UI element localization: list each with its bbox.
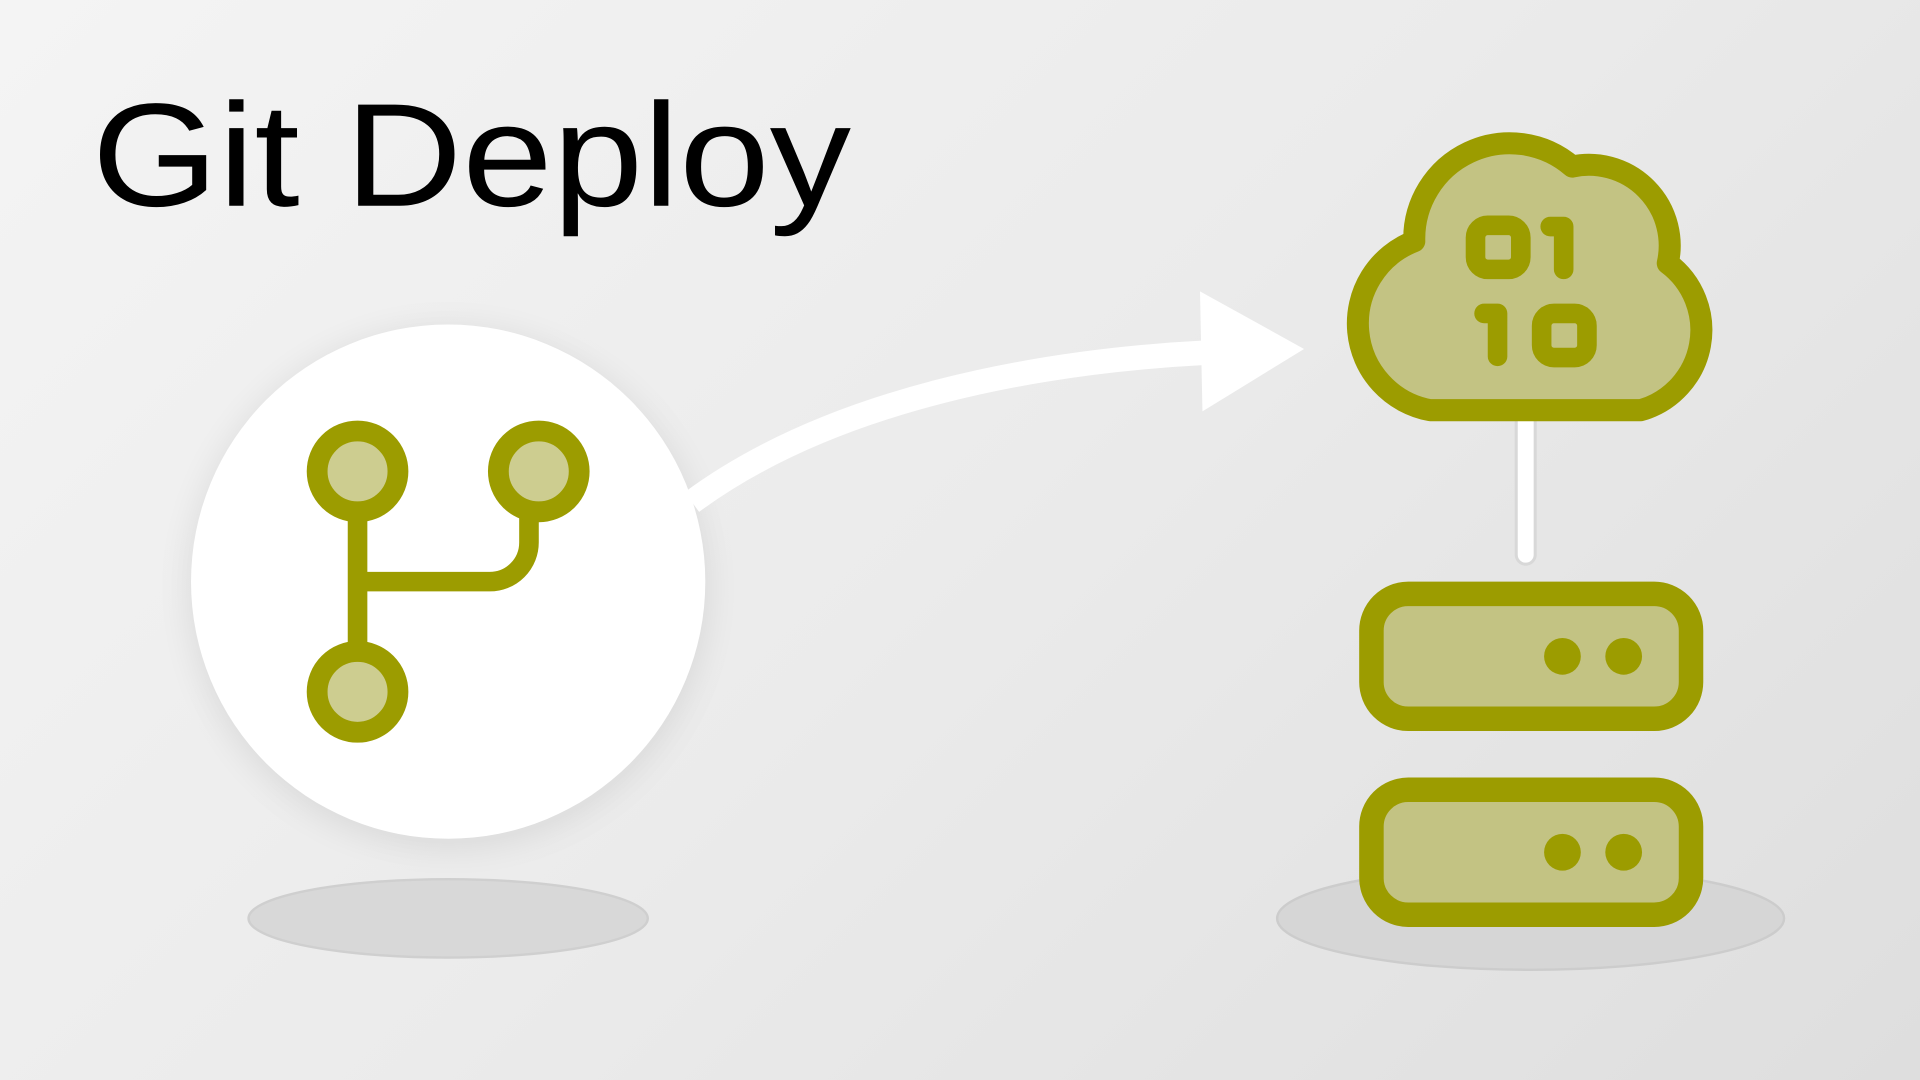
server-unit-top — [1359, 581, 1704, 732]
cloud-binary-icon — [1346, 132, 1713, 422]
page-title: Git Deploy — [92, 74, 852, 238]
server-unit-bottom — [1359, 777, 1704, 927]
server-led-icon — [1544, 637, 1581, 675]
server-icon — [1359, 581, 1704, 927]
git-branch-icon — [306, 420, 590, 743]
server-led-icon — [1605, 833, 1643, 871]
arrow-icon — [684, 291, 1305, 512]
server-led-icon — [1544, 833, 1581, 871]
server-led-icon — [1605, 637, 1643, 675]
git-shadow-ellipse — [247, 877, 649, 959]
